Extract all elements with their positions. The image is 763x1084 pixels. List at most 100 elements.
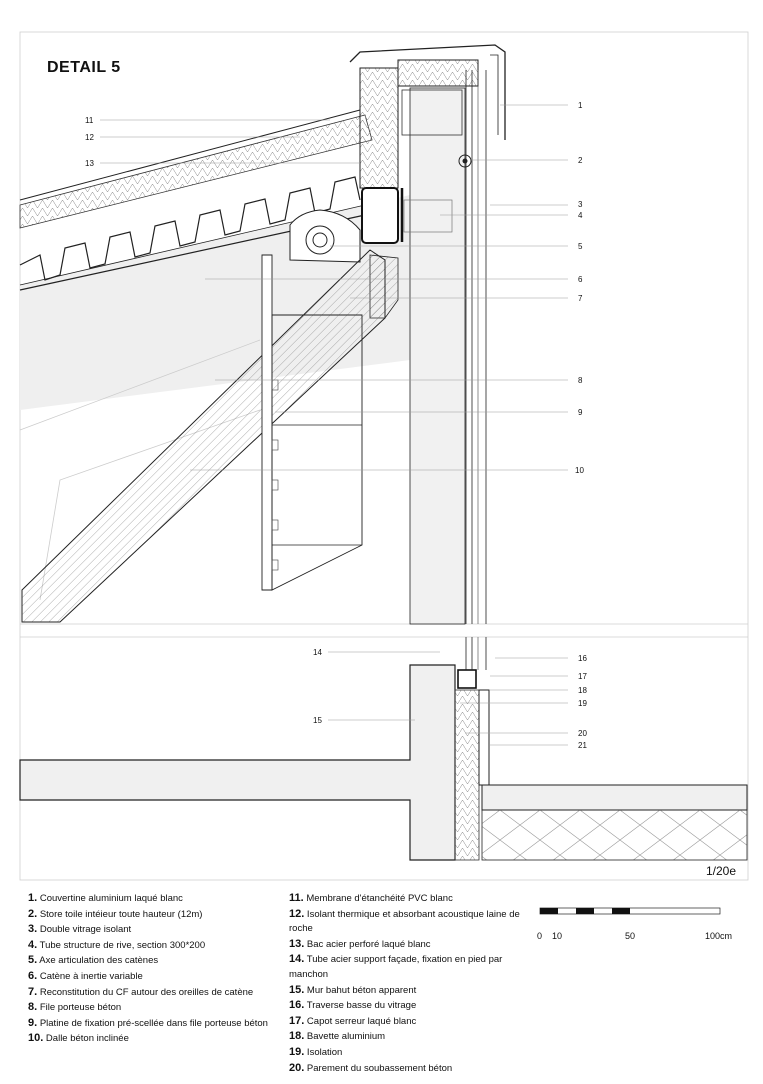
legend-number: 2. (28, 907, 38, 920)
callout-8: 8 (578, 376, 583, 385)
legend-text: Capot serreur laqué blanc (304, 1015, 417, 1027)
legend-number: 7. (28, 985, 38, 998)
legend-text: Couvertine aluminium laqué blanc (37, 893, 183, 904)
legend-item: 13. Bac acier perforé laqué blanc (289, 937, 529, 953)
callout-15: 15 (313, 716, 322, 725)
legend-number: 15. (289, 983, 305, 996)
leader-lines (100, 104, 568, 746)
legend-number: 18. (289, 1030, 305, 1043)
legend-number: 17. (289, 1014, 305, 1027)
callout-7: 7 (578, 294, 583, 303)
facade-support-tube (409, 87, 466, 625)
bearing-file-left (261, 254, 273, 591)
legend-number: 5. (28, 954, 38, 967)
parapet-insulation (359, 67, 399, 189)
callout-4: 4 (578, 211, 583, 220)
callout-9: 9 (578, 408, 583, 417)
callout-10: 10 (575, 466, 584, 475)
top-insulation (397, 59, 479, 87)
legend-number: 11. (289, 892, 304, 904)
legend-item: 6. Catène à inertie variable (28, 969, 288, 985)
insulation-lower (454, 689, 480, 861)
legend-text: Isolant thermique et absorbant acoustiqu… (289, 908, 520, 935)
roof-membrane (19, 109, 361, 201)
callout-2: 2 (578, 156, 583, 165)
scale-label-50: 50 (625, 931, 636, 941)
callout-1: 1 (578, 101, 583, 110)
legend-item: 4. Tube structure de rive, section 300*2… (28, 938, 288, 954)
sheet-frame (19, 31, 749, 881)
legend-number: 14. (289, 953, 305, 966)
legend-number: 3. (28, 923, 38, 936)
callout-17: 17 (578, 672, 587, 681)
top-box (401, 89, 463, 136)
legend-number: 1. (28, 892, 38, 904)
legend-item: 10. Dalle béton inclinée (28, 1031, 288, 1047)
glazing-bottom-rail (457, 669, 477, 689)
callout-13: 13 (85, 159, 94, 168)
legend-number: 10. (28, 1032, 44, 1045)
legend-item: 15. Mur bahut béton apparent (289, 983, 529, 999)
legend-text: Store toile intéieur toute hauteur (12m) (37, 908, 203, 920)
legend-number: 8. (28, 1001, 38, 1014)
ground-fill (481, 809, 748, 861)
callout-labels: 11 12 13 1 2 3 4 5 6 7 8 9 10 14 15 16 1… (85, 101, 587, 750)
legend-item: 16. Traverse basse du vitrage (289, 998, 529, 1014)
callout-5: 5 (578, 242, 583, 251)
legend-text: Tube structure de rive, section 300*200 (37, 939, 206, 951)
legend-text: Membrane d'étanchéité PVC blanc (303, 893, 453, 904)
callout-6: 6 (578, 275, 583, 284)
callout-19: 19 (578, 699, 587, 708)
legend-item: 8. File porteuse béton (28, 1000, 288, 1016)
coping (349, 44, 506, 140)
callout-3: 3 (578, 200, 583, 209)
legend-number: 6. (28, 969, 38, 982)
callout-12: 12 (85, 133, 94, 142)
legend-number: 13. (289, 937, 305, 950)
low-wall (19, 664, 456, 861)
legend-item: 9. Platine de fixation pré-scellée dans … (28, 1016, 288, 1032)
legend-item: 20. Parement du soubassement béton (289, 1061, 529, 1077)
blind-roller (458, 154, 472, 168)
legend-number: 16. (289, 999, 305, 1012)
legend-item: 11. Membrane d'étanchéité PVC blanc (289, 891, 529, 907)
ground-slab (481, 784, 748, 811)
legend-text: Reconstitution du CF autour des oreilles… (37, 986, 254, 998)
callout-14: 14 (313, 648, 322, 657)
legend-number: 19. (289, 1045, 305, 1058)
legend-text: Parement du soubassement béton (304, 1062, 453, 1074)
legend-text: Tube acier support façade, fixation en p… (289, 954, 503, 980)
legend-text: Dalle béton inclinée (43, 1033, 129, 1045)
legend-number: 9. (28, 1016, 38, 1029)
scale-ratio: 1/20e (706, 864, 737, 878)
legend-number: 4. (28, 938, 38, 951)
legend-item: 12. Isolant thermique et absorbant acous… (289, 907, 529, 937)
legend-text: Platine de fixation pré-scellée dans fil… (37, 1017, 268, 1029)
legend-text: Double vitrage isolant (37, 924, 132, 936)
legend-text: Mur bahut béton apparent (304, 984, 417, 996)
legend-item: 14. Tube acier support façade, fixation … (289, 952, 529, 982)
legend-item: 2. Store toile intéieur toute hauteur (1… (28, 907, 288, 923)
legend-item: 1. Couvertine aluminium laqué blanc (28, 891, 288, 907)
legend-text: File porteuse béton (37, 1002, 122, 1014)
legend-text: Isolation (304, 1046, 343, 1058)
inclined-beam-hatch (21, 249, 386, 623)
legend-text: Bac acier perforé laqué blanc (304, 938, 431, 950)
scale-label-100: 100cm (705, 931, 733, 941)
legend-number: 20. (289, 1061, 305, 1074)
scale-label-10: 10 (552, 931, 563, 941)
callout-16: 16 (578, 654, 587, 663)
detail-title: DETAIL 5 (47, 59, 121, 76)
edge-tube (361, 187, 399, 244)
legend-text: Axe articulation des catènes (37, 955, 159, 967)
scale-label-0: 0 (537, 931, 543, 941)
legend-number: 12. (289, 907, 305, 920)
facing-panel (478, 689, 490, 786)
callout-11: 11 (85, 116, 94, 125)
legend-text: Catène à inertie variable (37, 970, 143, 982)
hinge-axis (305, 225, 335, 255)
